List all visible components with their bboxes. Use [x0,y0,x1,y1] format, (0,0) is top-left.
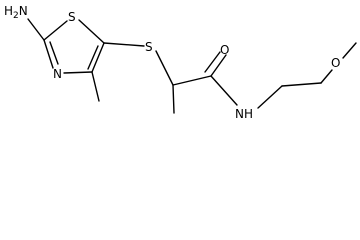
ether-oxygen-label: O [331,56,340,70]
bond-c5-c4-inner [87,45,99,70]
bond-c2-nh2 [27,18,45,41]
bond-n3-c2 [43,39,54,69]
bond-nh-ch2 [257,85,283,109]
structure-drawing: H2N S N S O NH O [4,4,357,121]
bond-n3-c2-inner [49,41,59,65]
bond-ch2-ch2 [281,82,322,87]
amine-subscript: 2 [13,11,19,21]
thioether-sulfur-label: S [145,40,153,54]
bond-c5-s [103,42,145,47]
ring-sulfur-label: S [68,10,76,24]
bond-ch-methyl [172,84,175,114]
amine-label: H2N [4,4,28,21]
bond-ch2-o [320,69,333,84]
bond-c2-s1 [43,20,68,41]
ring-nitrogen-label: N [53,67,62,81]
bond-c5-c4 [91,42,105,73]
bond-c4-n3 [63,71,93,74]
bond-ch-carbonyl [172,75,212,86]
amine-h: H [4,4,13,18]
bond-carbonyl-o-2 [204,51,221,73]
bond-carbonyl-nh [210,75,238,106]
amine-n: N [19,4,28,18]
bond-s-ch [155,50,174,86]
bond-o-methyl [342,42,357,59]
bond-carbonyl-o-1 [210,54,227,77]
molecule-canvas: H2N S N S O NH O [4,4,357,121]
bond-c4-methyl [91,71,100,102]
bond-s1-c5 [78,19,105,44]
amide-nh-label: NH [235,107,253,121]
carbonyl-oxygen-label: O [220,43,229,57]
